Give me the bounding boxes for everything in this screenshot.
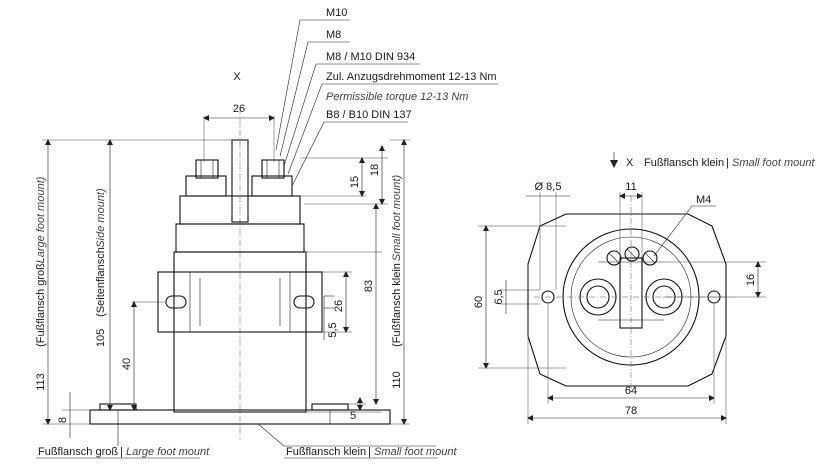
dim-18: 18 bbox=[369, 164, 381, 176]
side-flange-slot-right bbox=[293, 295, 315, 309]
dim-78: 78 bbox=[625, 405, 637, 417]
left-washer bbox=[185, 175, 227, 197]
foot-step-right bbox=[311, 403, 349, 411]
callouts: M10 M8 M8 / M10 DIN 934 Zul. Anzugsdrehm… bbox=[275, 7, 498, 187]
side-view: 26 X 15 18 83 26 5,5 110 (Fußflansch kle… bbox=[35, 71, 457, 459]
label-105-de: (Seitenflansch bbox=[95, 247, 107, 317]
callout-torque-en: Permissible torque 12-13 Nm bbox=[326, 91, 468, 103]
small-foot-label-en: Small foot mount bbox=[374, 446, 457, 458]
callout-m10: M10 bbox=[326, 7, 347, 19]
dim-15: 15 bbox=[349, 176, 361, 188]
callout-b8-b10-din: B8 / B10 DIN 137 bbox=[326, 109, 412, 121]
small-foot-sep: | bbox=[368, 446, 371, 458]
side-flange-slot-left bbox=[165, 295, 187, 309]
right-washer bbox=[251, 175, 293, 197]
foot-flange-large bbox=[89, 409, 391, 425]
insulation-barrier bbox=[231, 139, 249, 223]
control-terminal-2 bbox=[624, 246, 640, 262]
large-foot-sep: | bbox=[120, 446, 123, 458]
callout-m8-m10-din: M8 / M10 DIN 934 bbox=[326, 51, 415, 63]
label-105-en: Side mount) bbox=[95, 188, 107, 248]
label-110-de: (Fußflansch klein bbox=[391, 263, 403, 347]
control-terminal-1 bbox=[606, 250, 622, 266]
dim-dia-8-5: Ø 8,5 bbox=[535, 181, 562, 193]
dim-16: 16 bbox=[745, 274, 757, 286]
dim-11: 11 bbox=[625, 181, 636, 193]
view-marker-x: X bbox=[233, 71, 241, 83]
housing-upper bbox=[175, 223, 305, 253]
foot-flange-outline bbox=[527, 213, 727, 387]
foot-step-left bbox=[99, 403, 137, 411]
dim-5-5: 5,5 bbox=[327, 322, 339, 337]
label-113-en: Large foot mount) bbox=[35, 176, 47, 263]
dim-m4: M4 bbox=[696, 194, 711, 206]
dim-8: 8 bbox=[57, 417, 69, 423]
large-foot-label-de: Fußflansch groß bbox=[38, 446, 118, 458]
dim-83: 83 bbox=[363, 280, 375, 292]
dim-6-5: 6,5 bbox=[493, 289, 505, 304]
left-nut bbox=[195, 159, 219, 179]
callout-torque-de: Zul. Anzugsdrehmoment 12-13 Nm bbox=[326, 71, 497, 83]
callout-m8: M8 bbox=[326, 29, 341, 41]
dim-105: 105 bbox=[95, 329, 107, 347]
dim-60: 60 bbox=[473, 296, 485, 308]
view-title-de: Fußflansch klein bbox=[644, 157, 724, 169]
dim-26-side: 26 bbox=[333, 300, 345, 312]
coil-housing bbox=[173, 251, 307, 413]
view-title-sep: | bbox=[726, 157, 729, 169]
top-view: X Fußflansch klein | Small foot mount bbox=[473, 152, 815, 424]
large-foot-label-en: Large foot mount bbox=[126, 446, 210, 458]
dim-64: 64 bbox=[625, 385, 637, 397]
dim-110: 110 bbox=[391, 371, 403, 389]
label-113-de: (Fußflansch groß bbox=[35, 263, 47, 347]
dim-5: 5 bbox=[350, 410, 356, 422]
view-marker: X bbox=[626, 157, 634, 169]
right-nut bbox=[261, 159, 285, 179]
view-title-en: Small foot mount bbox=[732, 157, 815, 169]
small-foot-label-de: Fußflansch klein bbox=[286, 446, 366, 458]
label-110-en: Small foot mount) bbox=[391, 175, 403, 262]
dim-113: 113 bbox=[35, 373, 47, 391]
dim-26-top: 26 bbox=[233, 103, 245, 115]
control-terminal-3 bbox=[642, 250, 658, 266]
dim-40: 40 bbox=[121, 358, 133, 370]
